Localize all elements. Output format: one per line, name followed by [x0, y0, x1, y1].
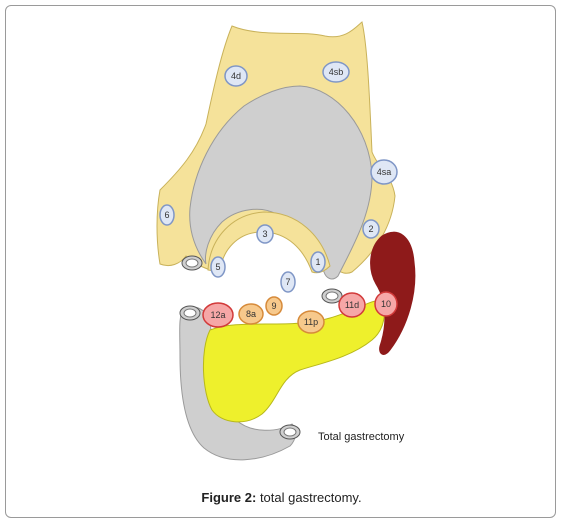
lymph-node-label: 9 [271, 301, 276, 311]
stomach [189, 85, 373, 280]
lymph-node-6: 6 [159, 204, 175, 226]
lymph-node-label: 6 [164, 210, 169, 220]
lymph-node-marker [297, 310, 325, 334]
vessel-stump-center [321, 288, 343, 304]
lymph-node-4d: 4d [224, 65, 248, 87]
lymph-node-label: 4d [231, 71, 241, 81]
lymph-node-marker [310, 251, 326, 273]
lymph-node-3: 3 [256, 224, 274, 244]
lymph-node-marker [280, 271, 296, 293]
lymph-node-label: 11p [304, 317, 318, 327]
caption-label: Figure 2: [201, 490, 257, 505]
lymph-node-marker [338, 292, 366, 318]
lymph-node-label: 5 [215, 262, 220, 272]
lymph-node-10: 10 [374, 291, 398, 317]
lymph-node-marker [362, 219, 380, 239]
lymph-node-label: 11d [345, 300, 359, 310]
lymph-node-marker [370, 159, 398, 185]
lymph-node-marker [322, 61, 350, 83]
lymph-node-label: 1 [315, 257, 320, 267]
lymph-node-11d: 11d [338, 292, 366, 318]
lymph-node-stations: 4d 4sb 4sa 6 3 2 1 5 7 9 8a 11p 12a 11d 10 [159, 61, 398, 334]
vessel-stump-bottom [279, 424, 301, 440]
lymph-node-marker [256, 224, 274, 244]
lymph-node-label: 8a [246, 309, 256, 319]
lymph-node-marker [224, 65, 248, 87]
vessel-stump-left-lower [179, 305, 201, 321]
diagram-title: Total gastrectomy [318, 431, 405, 443]
lymph-node-11p: 11p [297, 310, 325, 334]
lymph-node-label: 4sa [377, 167, 392, 177]
lymph-node-marker [238, 303, 264, 325]
lesser-omentum-fat [207, 211, 331, 274]
caption-text: total gastrectomy. [256, 490, 362, 505]
lymph-node-marker [159, 204, 175, 226]
lymph-node-5: 5 [210, 256, 226, 278]
lymph-node-marker [374, 291, 398, 317]
lymph-node-12a: 12a [202, 302, 234, 328]
lymph-node-label: 3 [262, 229, 267, 239]
lymph-node-label: 7 [285, 277, 290, 287]
pancreas [203, 299, 385, 423]
vessel-stump-left-upper [181, 255, 203, 271]
figure-caption: Figure 2: total gastrectomy. [0, 490, 563, 505]
lymph-node-label: 10 [381, 299, 391, 309]
lymph-node-label: 12a [210, 310, 225, 320]
lymph-node-label: 2 [368, 224, 373, 234]
lymph-node-marker [265, 296, 283, 316]
lymph-node-4sa: 4sa [370, 159, 398, 185]
lymph-node-marker [210, 256, 226, 278]
lymph-node-marker [202, 302, 234, 328]
lymph-node-9: 9 [265, 296, 283, 316]
lymph-node-8a: 8a [238, 303, 264, 325]
gastrectomy-diagram: 4d 4sb 4sa 6 3 2 1 5 7 9 8a 11p 12a 11d 10 Total gastr… [156, 21, 416, 461]
lymph-node-4sb: 4sb [322, 61, 350, 83]
lymph-node-1: 1 [310, 251, 326, 273]
lymph-node-2: 2 [362, 219, 380, 239]
lymph-node-7: 7 [280, 271, 296, 293]
lymph-node-label: 4sb [329, 67, 344, 77]
spleen [370, 231, 416, 355]
